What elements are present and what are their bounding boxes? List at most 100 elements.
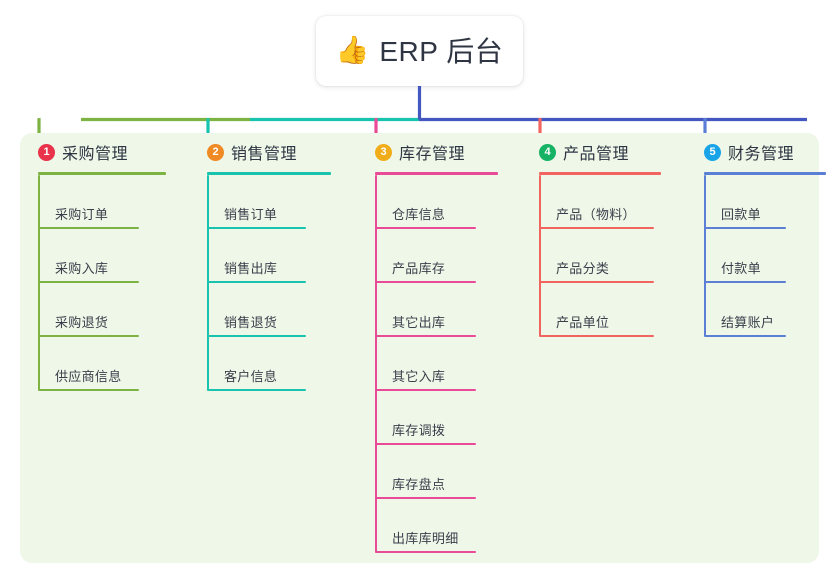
leaf-node[interactable]: 仓库信息 bbox=[376, 175, 527, 229]
root-node-content: 👍 ERP 后台 bbox=[336, 30, 503, 70]
leaf-node[interactable]: 其它入库 bbox=[376, 337, 527, 391]
leaf-node-rule bbox=[376, 389, 476, 391]
branch-header-rule bbox=[375, 172, 498, 175]
leaf-node-label: 仓库信息 bbox=[392, 207, 446, 222]
leaf-node-rule bbox=[705, 335, 786, 337]
leaf-node[interactable]: 库存盘点 bbox=[376, 445, 527, 499]
leaf-node-rule bbox=[208, 227, 306, 229]
leaf-node-label: 付款单 bbox=[721, 261, 761, 276]
leaf-node[interactable]: 结算账户 bbox=[705, 283, 816, 337]
leaf-node[interactable]: 客户信息 bbox=[208, 337, 359, 391]
leaf-node-label: 库存盘点 bbox=[392, 477, 446, 492]
branch-spine bbox=[38, 175, 40, 391]
branch-leaf-list: 回款单付款单结算账户 bbox=[704, 175, 816, 337]
leaf-node-label: 产品库存 bbox=[392, 261, 446, 276]
leaf-node[interactable]: 其它出库 bbox=[376, 283, 527, 337]
leaf-node-label: 采购退货 bbox=[55, 315, 109, 330]
branch-column-3: 3 库存管理仓库信息产品库存其它出库其它入库库存调拨库存盘点出库库明细 bbox=[357, 133, 527, 553]
branch-title: 财务管理 bbox=[728, 146, 795, 163]
branch-leaf-list: 销售订单销售出库销售退货客户信息 bbox=[207, 175, 359, 391]
branch-column-5: 5 财务管理回款单付款单结算账户 bbox=[686, 133, 826, 337]
leaf-node[interactable]: 采购订单 bbox=[39, 175, 190, 229]
leaf-node[interactable]: 出库库明细 bbox=[376, 499, 527, 553]
branch-header-rule bbox=[704, 172, 826, 175]
branch-spine bbox=[207, 175, 209, 391]
branch-header-rule bbox=[207, 172, 331, 175]
branch-header-rule bbox=[539, 172, 661, 175]
branch-panel bbox=[20, 133, 819, 563]
branch-leaf-list: 产品（物料） 产品分类产品单位 bbox=[539, 175, 691, 337]
leaf-node[interactable]: 采购入库 bbox=[39, 229, 190, 283]
leaf-node-label: 回款单 bbox=[721, 207, 761, 222]
leaf-node-rule bbox=[208, 281, 306, 283]
leaf-node-label: 产品分类 bbox=[556, 261, 610, 276]
branch-column-1: 1 采购管理采购订单采购入库采购退货供应商信息 bbox=[20, 133, 190, 391]
branch-header-5[interactable]: 5 财务管理 bbox=[686, 133, 816, 171]
leaf-node-rule bbox=[376, 497, 476, 499]
leaf-node-rule bbox=[376, 335, 476, 337]
leaf-node-label: 产品（物料） bbox=[556, 207, 636, 222]
leaf-node-label: 结算账户 bbox=[721, 315, 775, 330]
leaf-node-label: 采购入库 bbox=[55, 261, 109, 276]
leaf-node-label: 其它出库 bbox=[392, 315, 446, 330]
branch-header-3[interactable]: 3 库存管理 bbox=[357, 133, 527, 171]
branch-spine bbox=[539, 175, 541, 337]
leaf-node-rule bbox=[39, 281, 139, 283]
leaf-node[interactable]: 销售退货 bbox=[208, 283, 359, 337]
leaf-node-rule bbox=[376, 551, 476, 553]
leaf-node[interactable]: 采购退货 bbox=[39, 283, 190, 337]
leaf-node-rule bbox=[376, 227, 476, 229]
branch-title: 库存管理 bbox=[399, 146, 466, 163]
leaf-node-label: 库存调拨 bbox=[392, 423, 446, 438]
leaf-node-rule bbox=[705, 227, 786, 229]
branch-number-badge: 1 bbox=[38, 143, 55, 161]
leaf-node-rule bbox=[540, 281, 654, 283]
branch-leaf-list: 采购订单采购入库采购退货供应商信息 bbox=[38, 175, 190, 391]
leaf-node[interactable]: 产品单位 bbox=[540, 283, 691, 337]
thumbs-up-icon: 👍 bbox=[335, 34, 370, 66]
leaf-node[interactable]: 付款单 bbox=[705, 229, 816, 283]
leaf-node-rule bbox=[39, 335, 139, 337]
root-node-card[interactable]: 👍 ERP 后台 bbox=[316, 16, 523, 86]
leaf-node-label: 客户信息 bbox=[224, 369, 278, 384]
leaf-node-rule bbox=[208, 335, 306, 337]
leaf-node-rule bbox=[376, 443, 476, 445]
root-node-title: ERP 后台 bbox=[379, 36, 504, 67]
leaf-node-rule bbox=[208, 389, 306, 391]
leaf-node[interactable]: 回款单 bbox=[705, 175, 816, 229]
leaf-node[interactable]: 销售订单 bbox=[208, 175, 359, 229]
branch-spine bbox=[375, 175, 377, 553]
branch-header-4[interactable]: 4 产品管理 bbox=[521, 133, 691, 171]
leaf-node-label: 采购订单 bbox=[55, 207, 109, 222]
leaf-node-rule bbox=[540, 335, 654, 337]
leaf-node-label: 产品单位 bbox=[556, 315, 610, 330]
leaf-node-label: 出库库明细 bbox=[392, 531, 459, 546]
leaf-node[interactable]: 销售出库 bbox=[208, 229, 359, 283]
branch-header-1[interactable]: 1 采购管理 bbox=[20, 133, 190, 171]
branch-number-badge: 5 bbox=[704, 143, 721, 161]
leaf-node-rule bbox=[376, 281, 476, 283]
leaf-node[interactable]: 供应商信息 bbox=[39, 337, 190, 391]
leaf-node-label: 销售订单 bbox=[224, 207, 278, 222]
branch-title: 采购管理 bbox=[62, 146, 129, 163]
leaf-node[interactable]: 库存调拨 bbox=[376, 391, 527, 445]
branch-number-badge: 4 bbox=[539, 143, 556, 161]
leaf-node-rule bbox=[540, 227, 654, 229]
leaf-node-rule bbox=[39, 227, 139, 229]
leaf-node[interactable]: 产品分类 bbox=[540, 229, 691, 283]
leaf-node[interactable]: 产品（物料） bbox=[540, 175, 691, 229]
leaf-node-label: 销售退货 bbox=[224, 315, 278, 330]
branch-number-badge: 2 bbox=[207, 143, 224, 161]
leaf-node-label: 销售出库 bbox=[224, 261, 278, 276]
leaf-node-label: 供应商信息 bbox=[55, 369, 122, 384]
branch-column-4: 4 产品管理产品（物料） 产品分类产品单位 bbox=[521, 133, 691, 337]
leaf-node-label: 其它入库 bbox=[392, 369, 446, 384]
leaf-node-rule bbox=[705, 281, 786, 283]
branch-number-badge: 3 bbox=[375, 143, 392, 161]
branch-title: 产品管理 bbox=[563, 146, 630, 163]
leaf-node[interactable]: 产品库存 bbox=[376, 229, 527, 283]
